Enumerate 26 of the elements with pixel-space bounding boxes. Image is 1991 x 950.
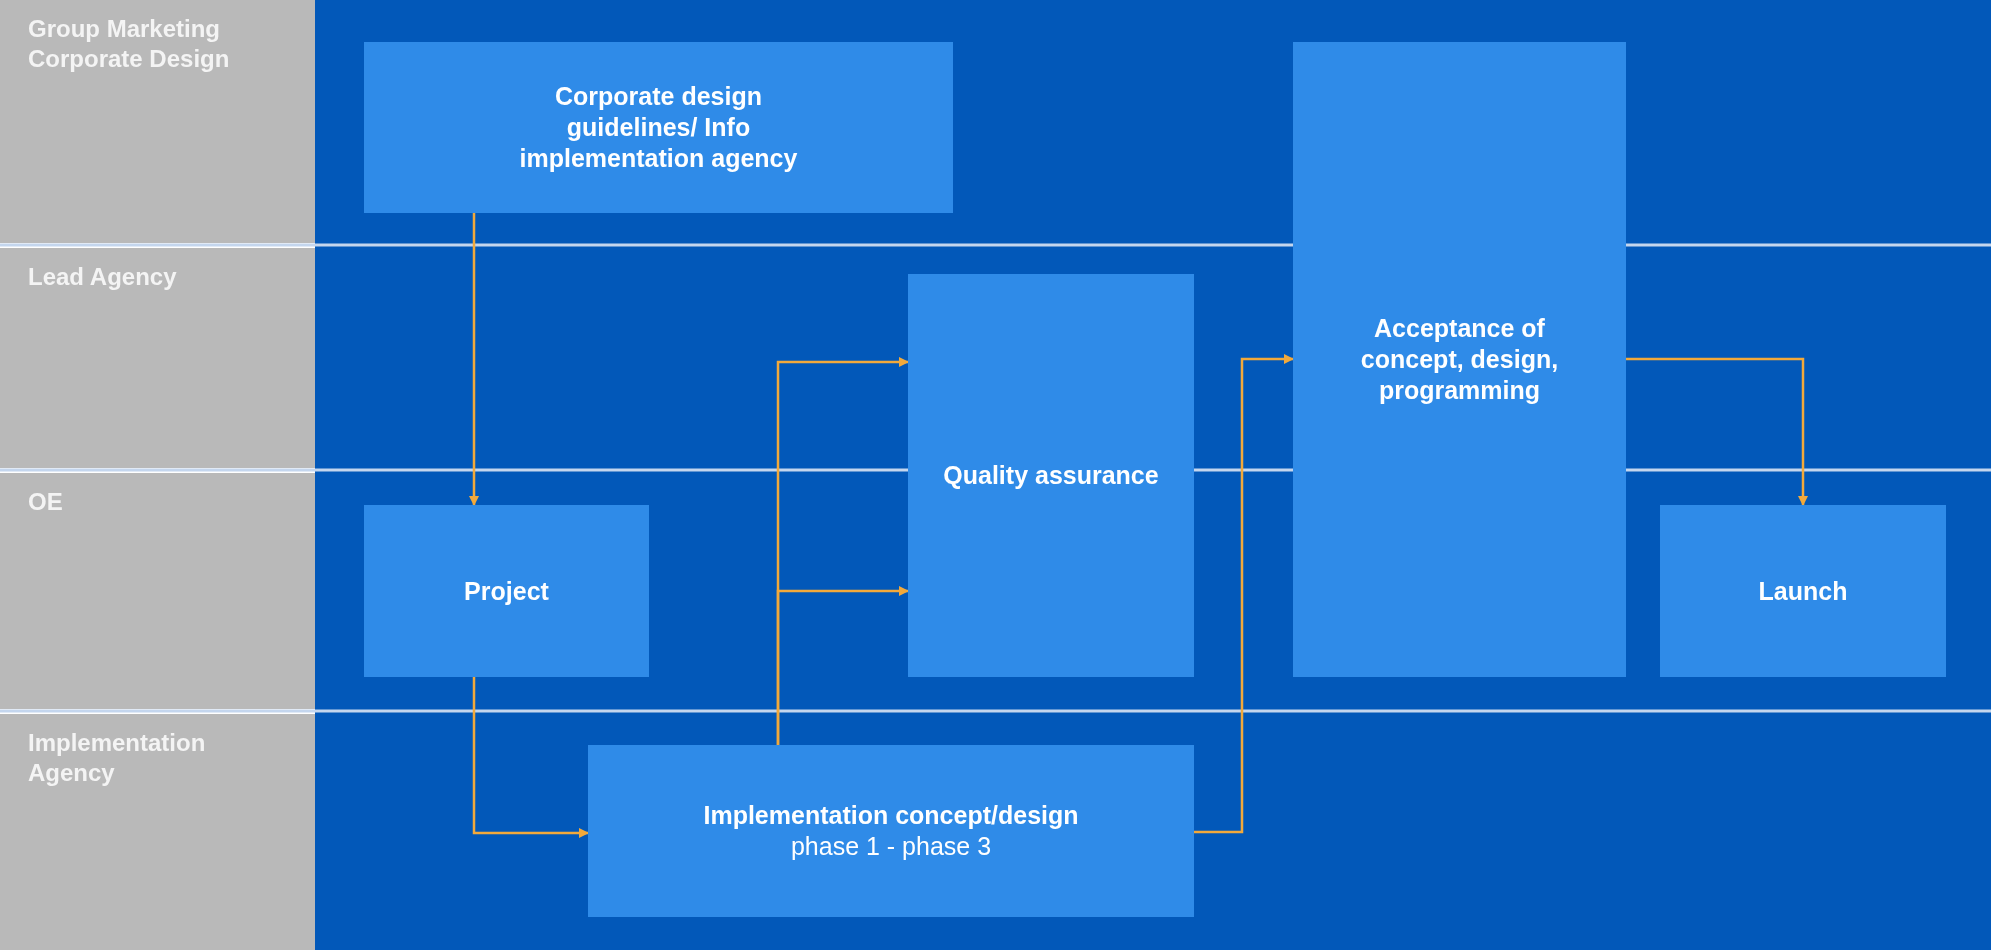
process-box — [1660, 505, 1946, 677]
lane-header-band — [0, 0, 315, 243]
arrow — [1626, 357, 1808, 506]
process-box — [908, 274, 1194, 677]
box-sublabel: phase 1 - phase 3 — [790, 831, 992, 862]
process-box — [588, 745, 1194, 917]
lane-label: Lead Agency — [28, 262, 177, 292]
process-box — [364, 42, 953, 213]
box-label: Acceptance of concept, design, programming — [1359, 313, 1560, 406]
lane-label: OE — [28, 487, 63, 517]
arrow — [472, 677, 589, 838]
process-box — [1293, 42, 1626, 677]
box-label: Project — [464, 575, 549, 607]
lane-header-band — [0, 248, 315, 468]
lane-header-band — [0, 473, 315, 709]
lane-label: Implementation Agency — [28, 728, 207, 788]
box-label: Launch — [1758, 575, 1848, 607]
arrow — [776, 586, 909, 745]
arrow — [469, 213, 479, 506]
lane-header-band — [0, 714, 315, 950]
box-label: Corporate design guidelines/ Info implementation agency — [518, 81, 799, 174]
arrow — [1194, 354, 1294, 834]
box-label: Implementation concept/design — [703, 800, 1079, 831]
box-label: Quality assurance — [943, 460, 1159, 491]
lane-label: Group Marketing Corporate Design — [28, 14, 231, 74]
process-box — [364, 505, 649, 677]
